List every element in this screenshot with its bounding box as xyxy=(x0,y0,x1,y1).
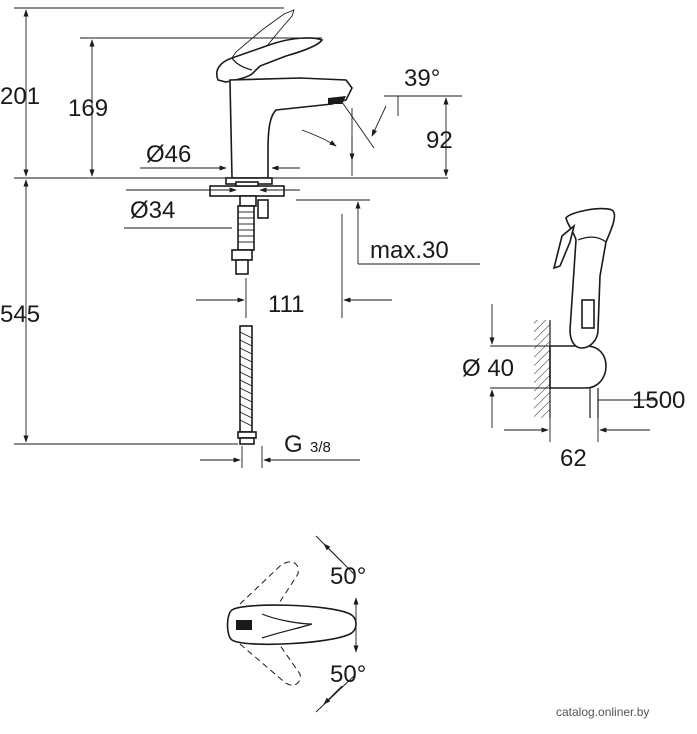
dim-rotation-lower: 50° xyxy=(330,661,366,688)
dim-max-30: max.30 xyxy=(370,237,449,264)
faucet-top-view xyxy=(226,535,359,713)
dim-connection-g: G xyxy=(284,431,303,458)
dim-39-degrees: 39° xyxy=(404,65,440,92)
dim-diam-46: Ø46 xyxy=(146,141,191,168)
dim-201: 201 xyxy=(0,83,40,110)
dim-shower-1500: 1500 xyxy=(632,387,685,414)
watermark-text: catalog.onliner.by xyxy=(556,705,649,719)
dim-rotation-upper: 50° xyxy=(330,563,366,590)
dimension-lines-shower xyxy=(489,304,656,442)
dim-shower-62: 62 xyxy=(560,445,587,472)
dimension-lines-side xyxy=(14,7,480,468)
dim-545: 545 xyxy=(0,301,40,328)
dim-shower-diam-40: Ø 40 xyxy=(462,355,514,382)
dim-169: 169 xyxy=(68,95,108,122)
thread-marks xyxy=(238,211,254,243)
dim-connection-fraction: 3/8 xyxy=(310,439,331,456)
dim-diam-34: Ø34 xyxy=(130,197,175,224)
dim-111: 111 xyxy=(268,291,304,318)
hand-shower-view xyxy=(534,207,616,418)
dim-92: 92 xyxy=(426,127,453,154)
faucet-side-view xyxy=(209,9,375,445)
